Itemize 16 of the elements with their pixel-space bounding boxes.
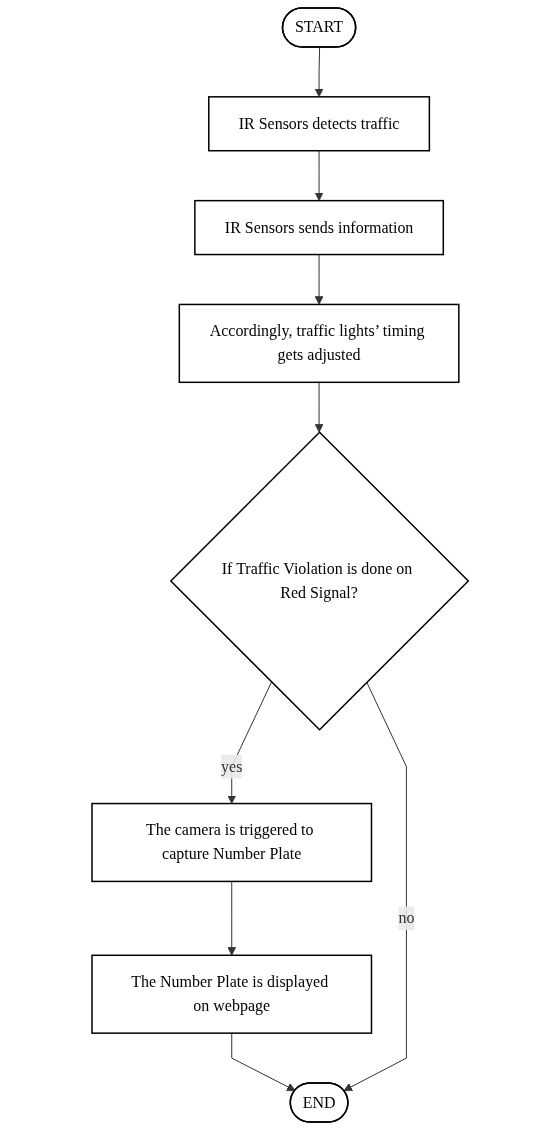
node-box: The Number Plate is displayed on webpage <box>91 954 373 1034</box>
node-box: IR Sensors detects traffic <box>207 96 430 152</box>
edge-label: no <box>398 909 415 927</box>
edge-label: yes <box>220 757 243 775</box>
node-box: The camera is triggered to capture Number Plate <box>91 802 373 883</box>
node-box: Accordingly, traffic lights’ timing gets adjusted <box>178 303 460 384</box>
arrow <box>227 880 236 956</box>
arrow <box>314 46 324 98</box>
arrow <box>314 254 324 305</box>
node-diamond: If Traffic Violation is done on Red Signal? <box>169 431 470 731</box>
arrow <box>343 681 407 1092</box>
arrow <box>231 1032 296 1092</box>
arrow <box>314 150 324 202</box>
node-box: IR Sensors sends information <box>193 199 444 256</box>
arrow <box>227 681 272 804</box>
arrow <box>314 381 324 433</box>
